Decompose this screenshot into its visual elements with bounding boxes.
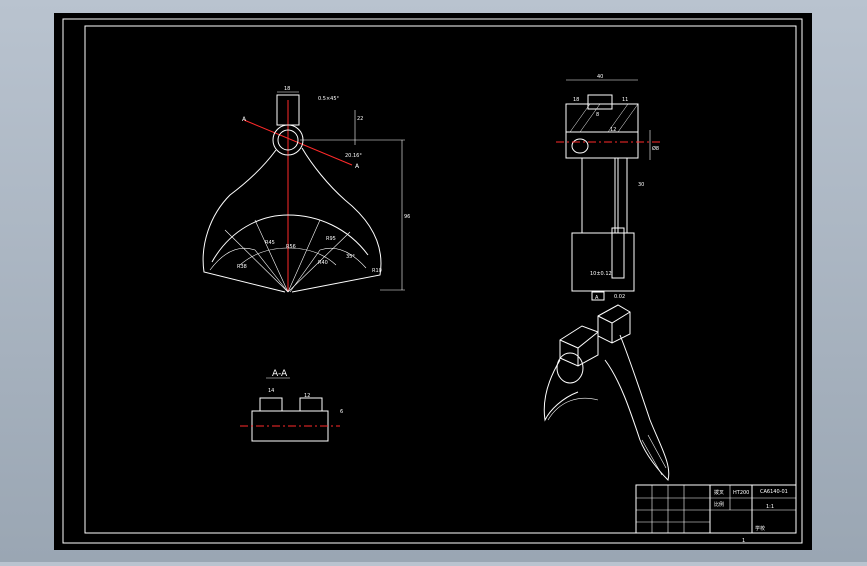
hub-bore-circle bbox=[277, 129, 299, 151]
front-view: 18 0.5×45° 22 20.16° 96 R45 R56 R95 R40 … bbox=[202, 86, 410, 293]
side-datum-label: A bbox=[595, 295, 599, 301]
side-fork-foot bbox=[571, 232, 635, 292]
iso-left-arm bbox=[543, 359, 579, 422]
title-block-frame bbox=[635, 484, 797, 534]
dim-r2: R56 bbox=[286, 244, 296, 250]
side-datum-box bbox=[591, 291, 605, 301]
title-sheet: 1:1 bbox=[766, 504, 774, 510]
dim-height-right: 22 bbox=[357, 116, 363, 122]
dim-angle: 20.16° bbox=[345, 153, 362, 159]
side-dim-bottom: 10±0.12 bbox=[590, 271, 612, 277]
section-boss-right bbox=[299, 397, 323, 412]
outer-frame bbox=[62, 18, 803, 544]
drawing-sheet bbox=[54, 13, 812, 550]
side-dim-mid: 12 bbox=[610, 127, 616, 133]
fork-right-pad bbox=[289, 247, 367, 293]
radial-line-3 bbox=[287, 219, 321, 293]
side-dim-angle: 30 bbox=[638, 182, 644, 188]
section-mark-left: A bbox=[242, 116, 247, 123]
iso-block-right bbox=[597, 304, 631, 344]
dim-r4: R40 bbox=[318, 260, 328, 266]
dim-r5: R38 bbox=[237, 264, 247, 270]
side-dim-inner: 8 bbox=[596, 112, 599, 118]
side-fork-pad bbox=[611, 227, 625, 279]
side-head-hatching bbox=[569, 103, 639, 133]
title-block: 拨叉 HT200 CA6140-01 比例 1:1 学校 1 bbox=[635, 484, 797, 544]
dim-r3: R95 bbox=[326, 236, 336, 242]
section-mark-right: A bbox=[355, 163, 360, 170]
fork-left-pad bbox=[209, 247, 289, 293]
title-scale-label: 比例 bbox=[714, 501, 724, 508]
iso-hub-bore bbox=[556, 352, 584, 384]
side-head-slot bbox=[587, 94, 613, 110]
dim-angle2: 35° bbox=[346, 254, 355, 260]
radial-line-4 bbox=[287, 231, 351, 293]
dim-chamfer: 0.5×45° bbox=[318, 96, 340, 102]
side-hub-bore bbox=[571, 138, 589, 154]
iso-right-arm bbox=[604, 334, 670, 481]
inner-frame bbox=[84, 25, 797, 534]
left-arm-outline bbox=[202, 149, 286, 293]
side-dim-left: 18 bbox=[573, 97, 579, 103]
title-material: HT200 bbox=[733, 490, 749, 496]
section-view-a-a: A-A 14 12 6 bbox=[240, 369, 343, 442]
dim-r1: R45 bbox=[265, 240, 275, 246]
radial-line-1 bbox=[224, 229, 289, 293]
title-bottom-label: 1 bbox=[742, 538, 745, 544]
radial-line-2 bbox=[254, 219, 289, 293]
title-school: 学校 bbox=[755, 525, 765, 532]
right-arm-outline bbox=[291, 147, 382, 293]
side-dim-right: 11 bbox=[622, 97, 628, 103]
side-dim-top: 40 bbox=[597, 74, 603, 80]
section-boss-left bbox=[259, 397, 283, 412]
title-drawing-name: 拨叉 bbox=[714, 489, 724, 496]
section-dim-w1: 14 bbox=[268, 388, 274, 394]
section-dim-h1: 6 bbox=[340, 409, 343, 415]
side-dim-hole: Ø8 bbox=[652, 145, 659, 152]
dim-arc-inner bbox=[239, 247, 337, 266]
side-view: 40 18 11 8 12 Ø8 30 10±0.12 0.02 A bbox=[556, 74, 660, 301]
iso-fork-inner bbox=[547, 397, 599, 421]
title-drawing-no: CA6140-01 bbox=[760, 489, 788, 495]
isometric-view bbox=[543, 304, 670, 481]
dim-total-height: 96 bbox=[404, 214, 410, 220]
side-dim-tolerance: 0.02 bbox=[614, 294, 625, 300]
dim-r7: R10 bbox=[372, 268, 382, 274]
section-title: A-A bbox=[272, 369, 288, 379]
section-dim-w2: 12 bbox=[304, 393, 310, 399]
dim-top-width: 18 bbox=[284, 86, 290, 92]
